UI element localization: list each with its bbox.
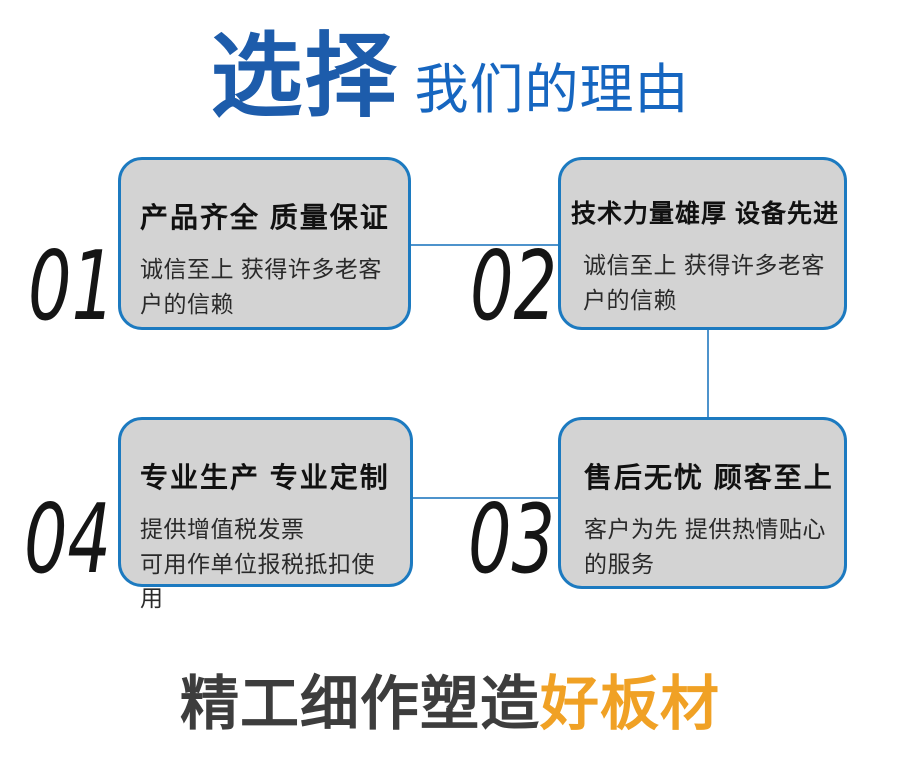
step-number-04: 04 [24,485,112,595]
slogan-prefix: 精工细作塑造 [179,671,540,737]
reason-card-04-body: 提供增值税发票 可用作单位报税抵扣使用 [140,516,375,611]
reason-card-02-body: 诚信至上 获得许多老客户的信赖 [583,252,825,313]
step-number-02: 02 [470,232,558,342]
reason-card-02: 技术力量雄厚 设备先进 诚信至上 获得许多老客户的信赖 [558,157,847,330]
reason-card-02-title: 技术力量雄厚 设备先进 [571,200,839,228]
page-title: 选择 我们的理由 [0,25,900,128]
title-main: 选择 [210,25,399,128]
reason-card-04-title: 专业生产 专业定制 [140,462,390,493]
connector-card04-card03 [411,497,558,499]
slogan-highlight: 好板材 [540,671,721,737]
connector-card02-card03 [707,329,709,418]
reason-card-03-title: 售后无忧 顾客至上 [584,462,834,493]
slogan: 精工细作塑造好板材 [0,668,900,742]
title-sub: 我们的理由 [414,60,690,120]
reason-card-04: 专业生产 专业定制 提供增值税发票 可用作单位报税抵扣使用 [118,417,413,611]
connector-card01-card02 [408,244,558,246]
step-number-01: 01 [28,232,116,342]
reason-card-01-body: 诚信至上 获得许多老客户的信赖 [140,256,382,317]
step-number-03: 03 [468,485,556,595]
reason-card-03-body: 客户为先 提供热情贴心的服务 [584,516,826,577]
reason-card-01-title: 产品齐全 质量保证 [140,202,390,233]
reason-card-01: 产品齐全 质量保证 诚信至上 获得许多老客户的信赖 [118,157,411,330]
reason-card-03: 售后无忧 顾客至上 客户为先 提供热情贴心的服务 [558,417,847,589]
